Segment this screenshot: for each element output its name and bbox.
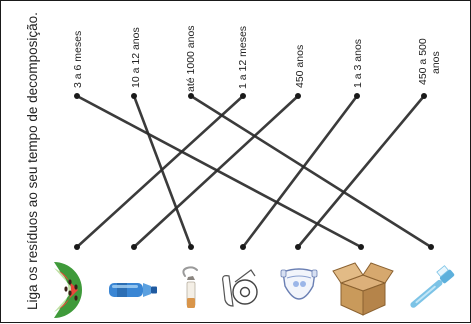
toothbrush-icon [410, 265, 455, 308]
plastic-bottle-icon [109, 283, 157, 297]
connector-line-4 [75, 94, 245, 249]
connector-line-1 [75, 94, 363, 249]
instruction-text: Liga os resíduos ao seu tempo de decompo… [25, 12, 40, 310]
time-label-7-line1: 450 a 500 [417, 38, 429, 85]
connector-line-5 [132, 94, 300, 249]
item-dot-6[interactable] [358, 244, 364, 250]
time-label-4: 1 a 12 meses [237, 26, 249, 89]
item-dot-7[interactable] [428, 244, 434, 250]
cardboard-box-icon [332, 262, 394, 316]
toilet-paper-roll-icon [222, 269, 258, 307]
time-dot-6[interactable] [354, 93, 360, 99]
cigarette-butt-icon [182, 266, 198, 308]
time-label-5: 450 anos [294, 45, 306, 88]
time-dot-7[interactable] [421, 93, 427, 99]
connector-line-6 [241, 94, 359, 249]
item-dot-4[interactable] [240, 244, 246, 250]
time-dot-4[interactable] [240, 93, 246, 99]
time-label-6: 1 a 3 anos [352, 39, 364, 88]
time-label-2: 10 a 12 anos [130, 27, 142, 88]
time-dot-1[interactable] [74, 93, 80, 99]
connector-line-3 [189, 94, 433, 249]
disposable-diaper-icon [280, 268, 318, 300]
item-dot-5[interactable] [295, 244, 301, 250]
time-label-3: até 1000 anos [185, 25, 197, 92]
connector-line-7 [296, 94, 426, 249]
connector-line-2 [132, 94, 193, 249]
item-dot-1[interactable] [74, 244, 80, 250]
item-dot-3[interactable] [188, 244, 194, 250]
watermelon-slice-icon [54, 262, 82, 318]
time-dot-2[interactable] [131, 93, 137, 99]
time-dot-5[interactable] [295, 93, 301, 99]
time-label-7-line2: anos [430, 51, 442, 74]
item-dot-2[interactable] [131, 244, 137, 250]
time-dot-3[interactable] [188, 93, 194, 99]
time-label-1: 3 a 6 meses [72, 31, 84, 88]
